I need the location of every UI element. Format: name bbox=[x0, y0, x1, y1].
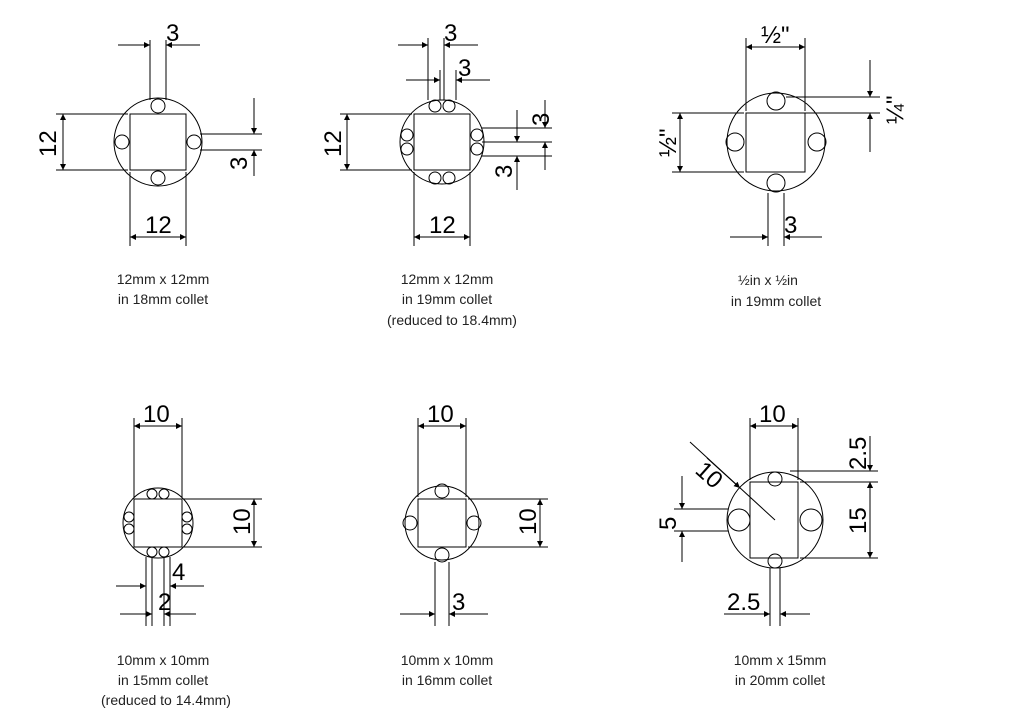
relief-hole bbox=[727, 508, 751, 532]
collet-circle bbox=[399, 99, 485, 185]
diagram-half-inch-19mm: ½" ¼" ½" 3 ½in x ½in in 19mm collet bbox=[655, 22, 909, 309]
dim-label: 4 bbox=[172, 559, 185, 586]
dim-label: 15 bbox=[845, 507, 872, 534]
relief-hole bbox=[428, 171, 442, 185]
relief-hole bbox=[123, 523, 135, 535]
caption-line: 10mm x 10mm bbox=[117, 652, 210, 668]
relief-hole bbox=[158, 488, 170, 500]
dim-label: 10 bbox=[427, 401, 454, 428]
relief-hole bbox=[767, 471, 783, 487]
dim-label: 12 bbox=[320, 130, 347, 157]
caption-line: in 16mm collet bbox=[402, 672, 492, 688]
relief-hole bbox=[434, 483, 450, 499]
dim-label: 2.5 bbox=[727, 589, 760, 616]
relief-hole bbox=[150, 98, 166, 114]
dim-label: ¼" bbox=[882, 95, 909, 124]
diagram-10x10-16mm: 10 10 3 10mm x 10mm in 16mm collet bbox=[400, 401, 548, 688]
relief-hole bbox=[181, 523, 193, 535]
caption-line: ½in x ½in bbox=[738, 272, 798, 288]
relief-hole bbox=[181, 511, 193, 523]
rect-blank bbox=[749, 481, 799, 559]
dim-label: 2.5 bbox=[845, 437, 872, 470]
caption-line: 10mm x 15mm bbox=[734, 652, 827, 668]
dim-label: 10 bbox=[143, 401, 170, 428]
relief-hole bbox=[123, 511, 135, 523]
relief-hole bbox=[725, 132, 745, 152]
dim-label: 3 bbox=[226, 157, 253, 170]
relief-hole bbox=[766, 173, 786, 193]
relief-hole bbox=[807, 132, 827, 152]
relief-hole bbox=[186, 134, 202, 150]
relief-hole bbox=[428, 99, 442, 113]
caption-line: 10mm x 10mm bbox=[401, 652, 494, 668]
relief-hole bbox=[434, 547, 450, 563]
square-blank bbox=[413, 113, 471, 171]
dim-label: 10 bbox=[515, 508, 542, 535]
caption-line: (reduced to 14.4mm) bbox=[101, 692, 231, 708]
relief-hole bbox=[150, 170, 166, 186]
dim-label: 10 bbox=[759, 401, 786, 428]
collet-circle bbox=[726, 92, 826, 192]
dim-label: 3 bbox=[528, 113, 555, 126]
dim-label: 5 bbox=[655, 517, 682, 530]
caption-line: in 20mm collet bbox=[735, 672, 825, 688]
relief-hole bbox=[766, 91, 786, 111]
dim-label: 3 bbox=[452, 589, 465, 616]
dim-label: ½" bbox=[655, 128, 682, 157]
relief-hole bbox=[146, 488, 158, 500]
caption-line: in 15mm collet bbox=[118, 672, 208, 688]
square-blank bbox=[745, 112, 806, 173]
relief-hole bbox=[400, 142, 414, 156]
diagram-10x10-15mm: 10 10 4 2 10mm x 10mm in 15mm collet (re… bbox=[101, 401, 262, 708]
square-blank bbox=[129, 113, 187, 171]
relief-hole bbox=[466, 515, 482, 531]
relief-hole bbox=[400, 128, 414, 142]
square-blank bbox=[417, 498, 467, 548]
dim-label: 3 bbox=[458, 55, 471, 82]
diagram-10x15-20mm: 10 10 2.5 15 5 2.5 10mm x 15mm in 20mm c… bbox=[655, 401, 878, 688]
collet-circle bbox=[113, 97, 203, 187]
caption-line: in 19mm collet bbox=[402, 291, 492, 307]
relief-hole bbox=[799, 508, 823, 532]
diagram-12x12-18mm: 3 12 3 12 12mm x 12mm in 18mm collet bbox=[35, 20, 262, 307]
dim-label: 12 bbox=[145, 212, 172, 239]
relief-hole bbox=[767, 553, 783, 569]
dim-label: ½" bbox=[761, 22, 790, 49]
diagram-12x12-19mm: 3 3 3 3 12 12 12mm x 12mm in 19mm collet… bbox=[320, 20, 555, 328]
dim-label: 3 bbox=[166, 20, 179, 47]
relief-hole bbox=[442, 171, 456, 185]
relief-hole bbox=[158, 546, 170, 558]
collet-circle bbox=[122, 487, 194, 559]
relief-hole bbox=[114, 134, 130, 150]
relief-hole bbox=[442, 99, 456, 113]
collet-circle bbox=[404, 485, 480, 561]
relief-hole bbox=[470, 142, 484, 156]
caption-line: 12mm x 12mm bbox=[117, 271, 210, 287]
square-blank bbox=[133, 498, 183, 548]
caption-line: 12mm x 12mm bbox=[401, 271, 494, 287]
dim-label: 10 bbox=[229, 508, 256, 535]
dim-label: 3 bbox=[784, 212, 797, 239]
caption-line: in 19mm collet bbox=[731, 293, 821, 309]
relief-hole bbox=[146, 546, 158, 558]
dim-label: 12 bbox=[35, 130, 62, 157]
caption-line: in 18mm collet bbox=[118, 291, 208, 307]
relief-hole bbox=[402, 515, 418, 531]
dim-label: 3 bbox=[444, 20, 457, 47]
relief-hole bbox=[470, 128, 484, 142]
dim-label: 3 bbox=[491, 165, 518, 178]
dim-label: 10 bbox=[690, 456, 728, 494]
caption-line: (reduced to 18.4mm) bbox=[387, 312, 517, 328]
dim-label: 12 bbox=[429, 212, 456, 239]
dim-label: 2 bbox=[158, 589, 171, 616]
